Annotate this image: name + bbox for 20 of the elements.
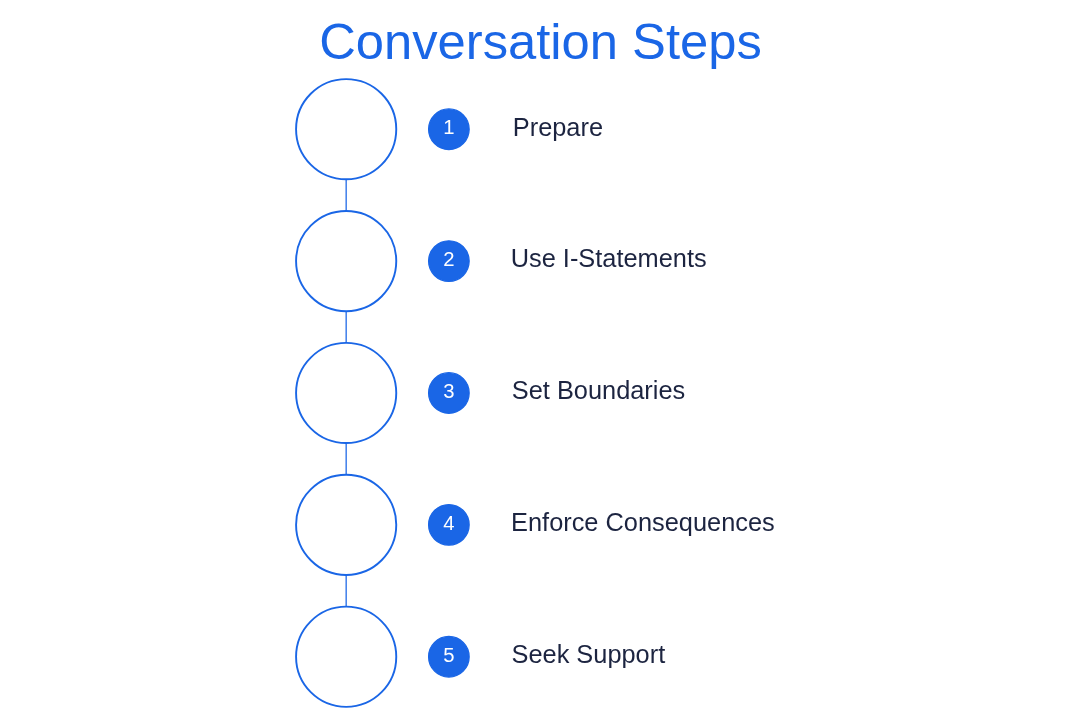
- node-circle: 5: [427, 635, 470, 678]
- node-label: Seek Support: [511, 640, 665, 669]
- node-label: Use I-Statements: [510, 244, 707, 273]
- connector: [345, 574, 347, 608]
- node-circle: [294, 210, 397, 313]
- connector: [345, 442, 347, 476]
- node-circle: 4: [427, 503, 470, 546]
- connector: [345, 178, 347, 212]
- node-label: Enforce Consequences: [510, 508, 775, 537]
- node-circle: 1: [427, 108, 470, 151]
- node-label: Prepare: [512, 112, 603, 141]
- node-circle: 2: [427, 240, 470, 282]
- node-circle: [294, 341, 397, 444]
- node-circle: 3: [427, 372, 470, 414]
- diagram-title: Conversation Steps: [318, 12, 762, 70]
- node-circle: [294, 605, 397, 708]
- node-circle: [294, 78, 397, 181]
- node-circle: [294, 473, 397, 576]
- node-label: Set Boundaries: [511, 376, 685, 405]
- connector: [345, 310, 347, 344]
